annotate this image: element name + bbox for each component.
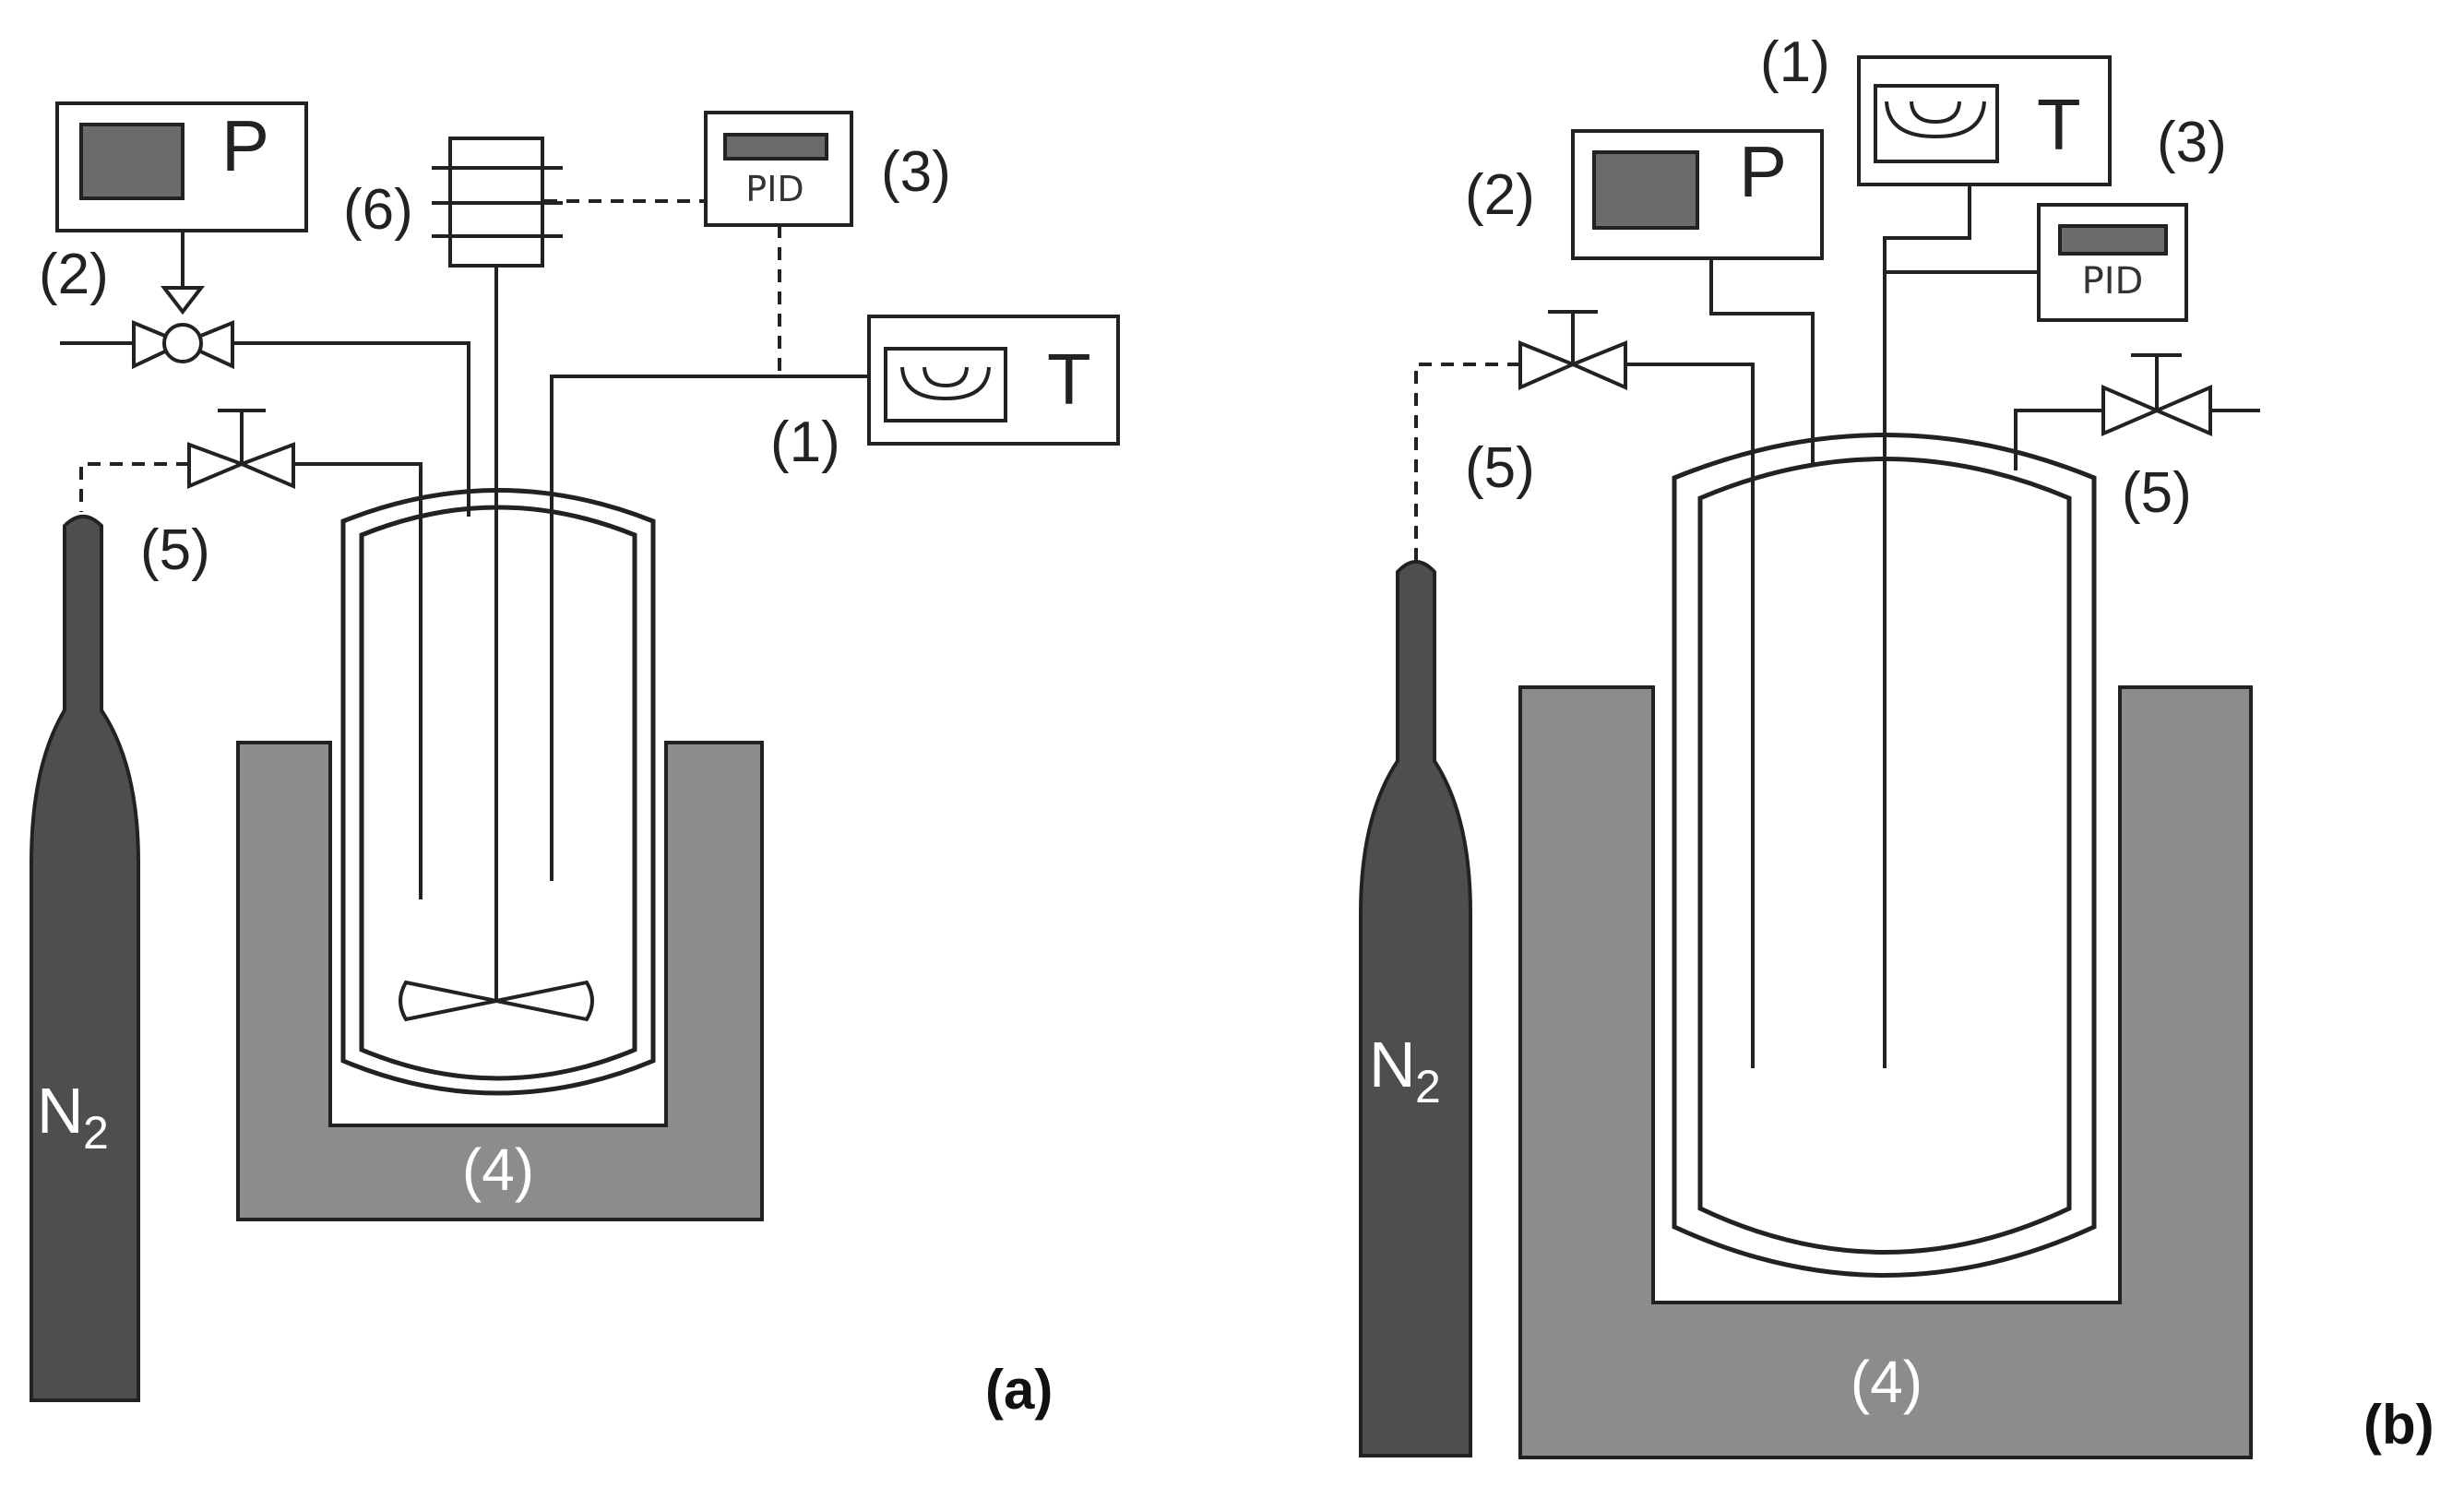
stirrer-motor-a xyxy=(432,137,563,268)
pid-controller-label-a: (3) xyxy=(881,140,951,204)
pressure-gauge-screen-b xyxy=(1592,150,1699,230)
pid-label-b: PID xyxy=(2082,260,2144,303)
cylinder-gas-subscript-a: 2 xyxy=(83,1107,109,1159)
pressure-gauge-label-a: P xyxy=(221,105,269,186)
pressure-gauge-screen-a xyxy=(79,123,185,200)
thermometer-label-a: T xyxy=(1047,339,1091,420)
pid-controller-b xyxy=(2037,203,2188,322)
panel-a: (4) (6) P (2) xyxy=(30,101,1120,1421)
thermometer-number-a: (1) xyxy=(770,410,840,474)
panel-a-caption: (a) xyxy=(985,1359,1053,1421)
gas-valve-left-label-b: (5) xyxy=(1465,436,1535,500)
nitrogen-cylinder-b xyxy=(1359,560,1472,1457)
bath-label-b: (4) xyxy=(1851,1349,1922,1415)
heating-bath-b xyxy=(1518,685,2253,1459)
thermometer-label-b: T xyxy=(2037,84,2081,165)
bath-label-a: (4) xyxy=(462,1136,534,1203)
nitrogen-cylinder-a xyxy=(30,515,140,1402)
thermometer-icon-b xyxy=(1885,101,1986,139)
thermometer-number-b: (1) xyxy=(1760,30,1830,94)
pressure-gauge-number-b: (2) xyxy=(1465,163,1535,227)
cylinder-gas-subscript-b: 2 xyxy=(1415,1061,1441,1112)
panel-b-caption: (b) xyxy=(2363,1394,2434,1456)
pressure-valve-label-a: (2) xyxy=(39,243,109,306)
heating-bath-a xyxy=(236,741,764,1221)
pid-display-b xyxy=(2058,224,2168,256)
pid-controller-label-b: (3) xyxy=(2157,111,2227,174)
pid-controller-a xyxy=(704,111,853,227)
stirrer-label-a: (6) xyxy=(343,178,413,242)
cylinder-gas-label-b: N xyxy=(1369,1029,1416,1100)
pid-display-a xyxy=(723,133,828,161)
three-way-valve-a xyxy=(132,286,234,370)
impeller-a xyxy=(399,980,594,1022)
panel-b: (4) P (2) T (1) PID (3) (5) xyxy=(1359,30,2434,1459)
gas-valve-left-b xyxy=(1518,310,1627,391)
pid-label-a: PID xyxy=(745,169,803,209)
gas-valve-right-label-b: (5) xyxy=(2122,461,2192,525)
thermometer-icon-a xyxy=(900,366,991,401)
pressure-gauge-label-b: P xyxy=(1739,131,1787,212)
gas-valve-label-a: (5) xyxy=(140,518,210,582)
gas-valve-a xyxy=(187,409,295,490)
gas-valve-right-b xyxy=(2101,353,2212,437)
cylinder-gas-label-a: N xyxy=(37,1075,84,1147)
